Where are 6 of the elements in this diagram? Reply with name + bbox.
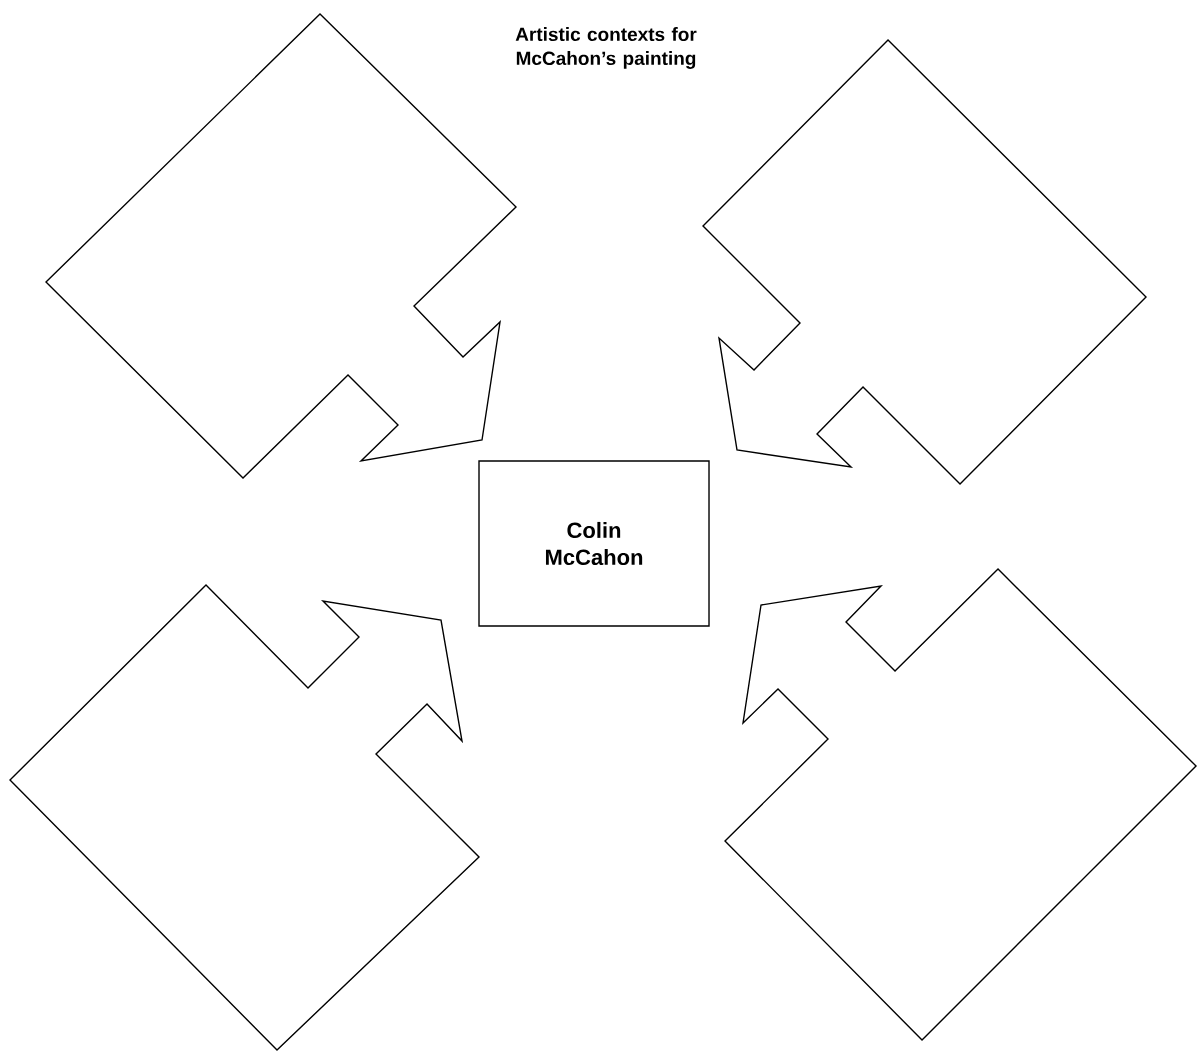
text-box: Colin McCahon: [478, 460, 710, 627]
callout-shape: [724, 568, 1197, 1041]
callout-shape: [45, 13, 517, 479]
callout-shape: [702, 39, 1147, 485]
callout-shape: [9, 584, 480, 1051]
title: Artistic contexts for McCahon’s painting: [515, 27, 697, 69]
